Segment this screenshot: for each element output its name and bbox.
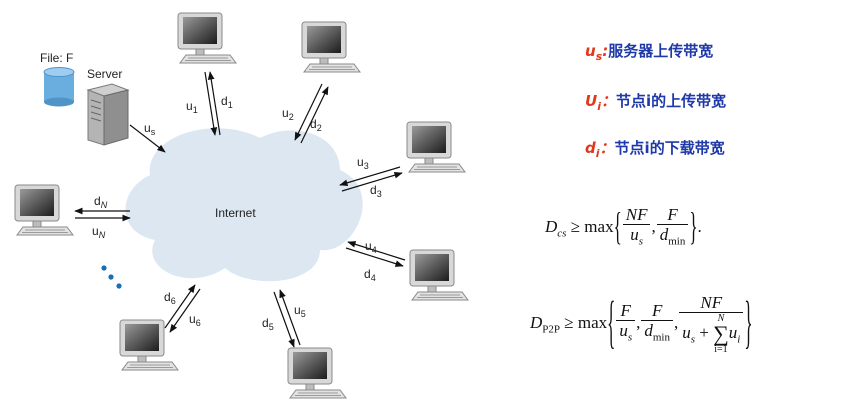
u2-arrow [294, 83, 323, 141]
server-label: Server [87, 67, 122, 81]
peer-4-computer-icon [409, 249, 469, 301]
d6-arrow [169, 288, 201, 333]
legend-server-upload: us:服务器上传带宽 [585, 40, 713, 63]
d4-arrow [345, 247, 404, 267]
more-peers-ellipsis [101, 265, 122, 289]
d2-arrow [300, 86, 329, 144]
peer-6-computer-icon [119, 319, 179, 371]
peer-n-computer-icon [14, 184, 74, 236]
u3-label: u3 [357, 155, 369, 171]
file-label: File: F [40, 51, 73, 65]
internet-cloud [125, 128, 363, 282]
u5-label: u5 [294, 303, 306, 319]
u2-label: u2 [282, 106, 294, 122]
d3-label: d3 [370, 183, 382, 199]
peer-1-computer-icon [177, 12, 237, 64]
peer-3-computer-icon [406, 121, 466, 173]
peer-5-computer-icon [287, 347, 347, 399]
dN-label: dN [94, 194, 108, 210]
us-arrow [129, 124, 166, 153]
legend-symbol: di： [585, 139, 615, 160]
legend-peer-download: di：节点i的下载带宽 [585, 137, 725, 160]
uN-label: uN [92, 224, 106, 240]
server-icon [86, 83, 130, 146]
d4-label: d4 [364, 267, 376, 283]
u1-arrow [204, 71, 218, 136]
file-cylinder-icon [43, 67, 75, 107]
peer-2-computer-icon [301, 21, 361, 73]
us-label: us [144, 121, 156, 137]
legend-symbol: Ui： [585, 92, 616, 113]
u1-label: u1 [186, 99, 198, 115]
d1-arrow [207, 71, 221, 136]
d6-label: d6 [164, 290, 176, 306]
u4-label: u4 [365, 239, 377, 255]
legend-text: 服务器上传带宽 [608, 42, 714, 60]
d5-label: d5 [262, 316, 274, 332]
legend-text: 节点i的下载带宽 [614, 139, 725, 157]
legend-symbol: us: [585, 42, 609, 63]
legend-text: 节点i的上传带宽 [615, 92, 727, 110]
summation: N∑i=1 [713, 313, 729, 355]
link-arrows [74, 71, 406, 348]
u5-arrow [279, 289, 301, 346]
u6-arrow [164, 284, 196, 329]
u6-label: u6 [189, 312, 201, 328]
d3-arrow [341, 171, 403, 192]
d2-label: d2 [310, 117, 322, 133]
d1-label: d1 [221, 94, 233, 110]
u3-arrow [339, 166, 401, 187]
u4-arrow [347, 241, 406, 261]
d5-arrow [273, 291, 295, 348]
internet-label: Internet [215, 206, 256, 220]
legend-peer-upload: Ui：节点i的上传带宽 [585, 90, 726, 113]
